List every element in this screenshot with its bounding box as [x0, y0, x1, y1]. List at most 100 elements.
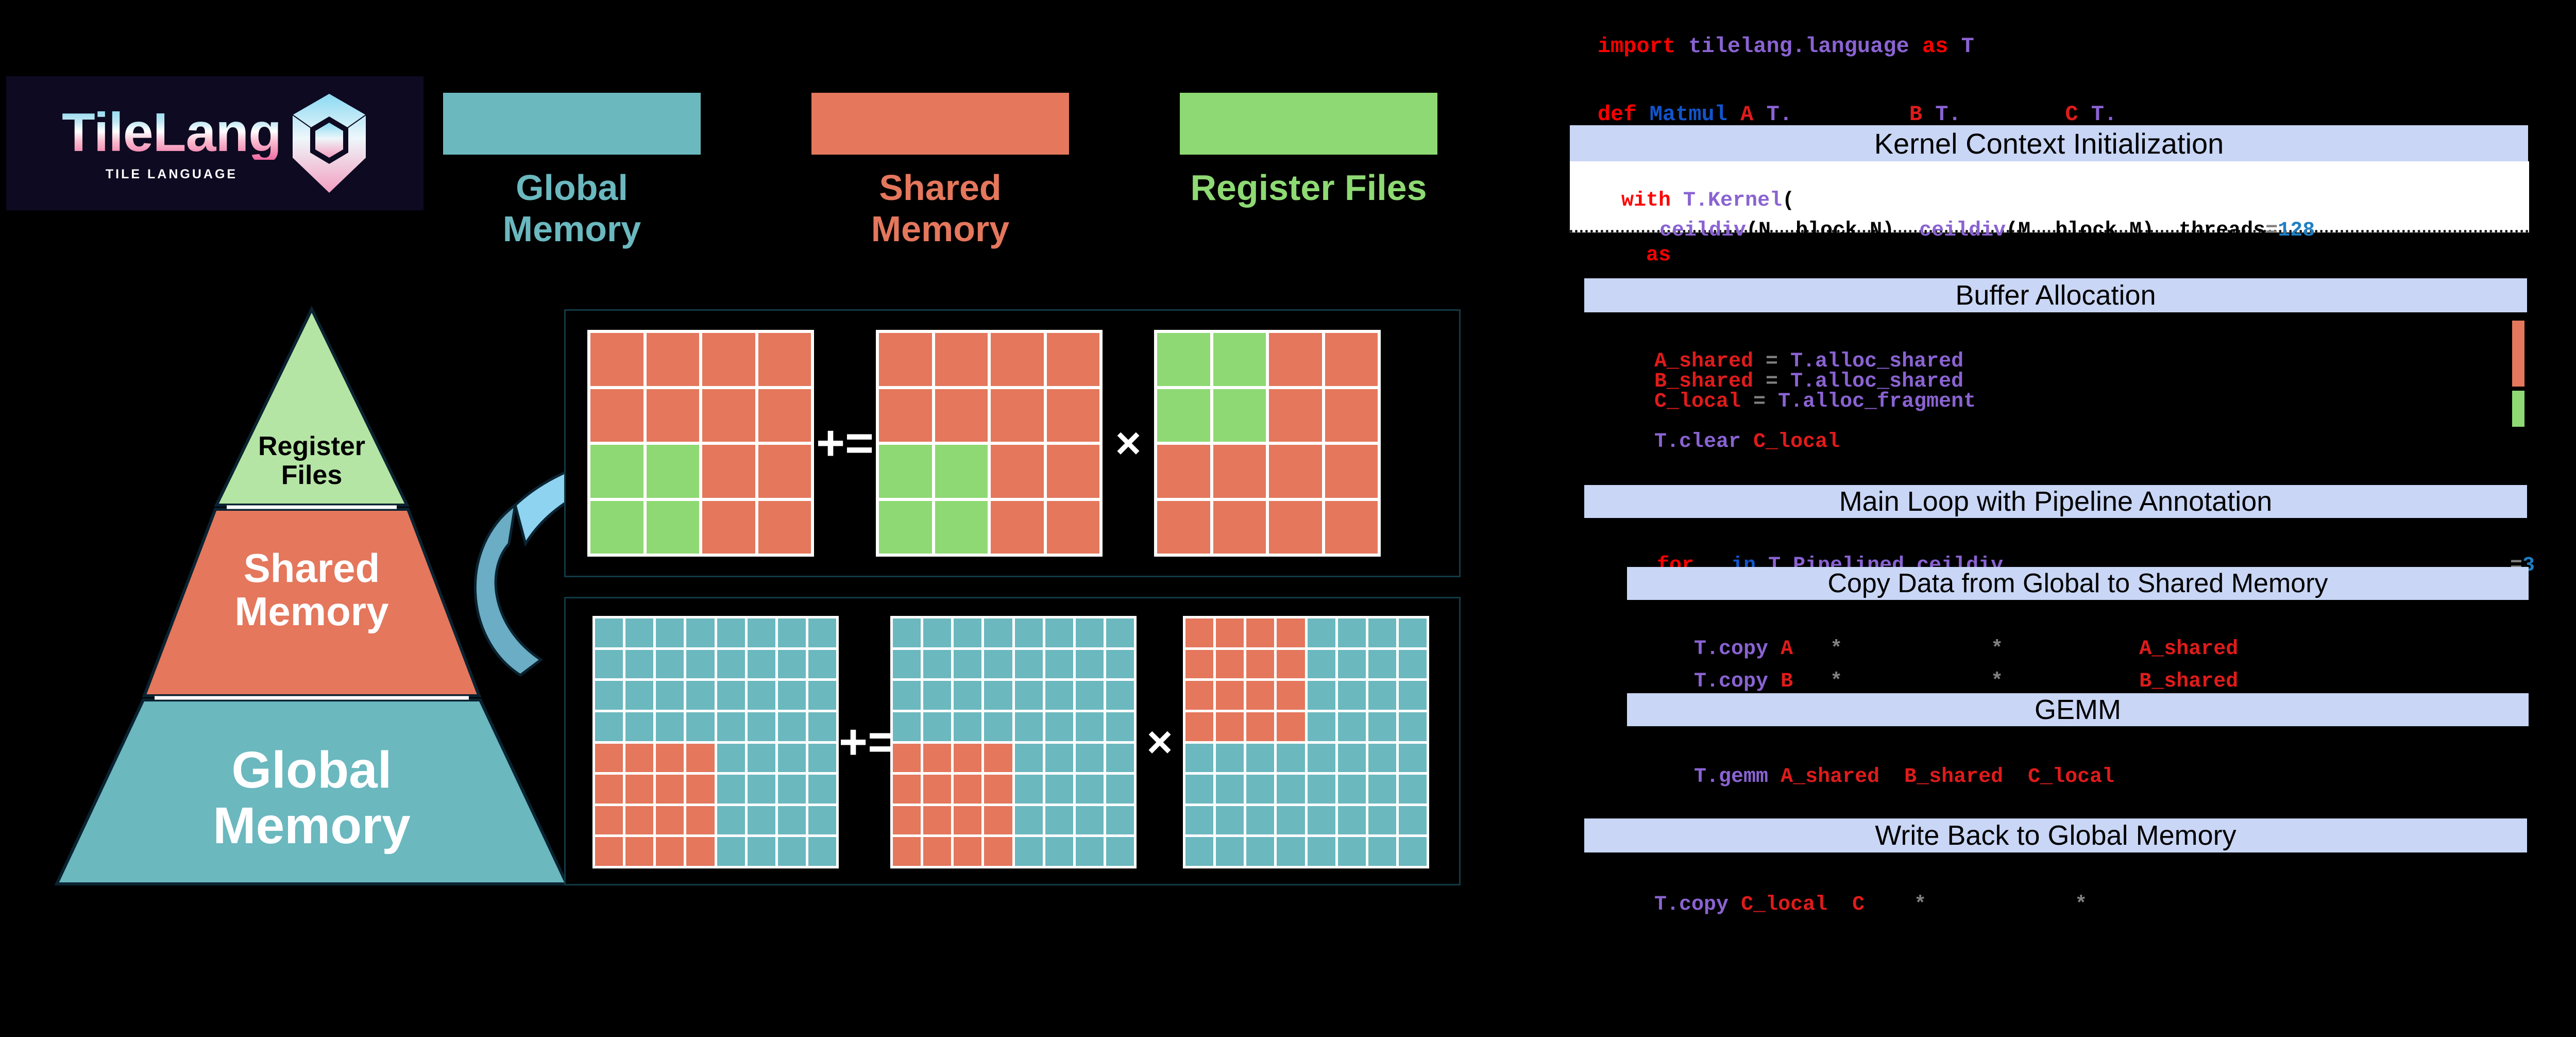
matrix-cell	[954, 806, 982, 835]
assign-a-shared: =	[1753, 350, 1791, 373]
code-line-copy-b: T.copy B * * B_shared	[1645, 647, 2238, 716]
matrix-cell	[984, 681, 1012, 710]
matrix-cell	[1307, 649, 1335, 679]
section-header-gemm: GEMM	[1627, 693, 2529, 726]
legend-item-shared-memory: Shared Memory	[811, 93, 1069, 249]
function-T-Kernel: T.Kernel	[1683, 189, 1783, 212]
matrix-cell	[1307, 775, 1335, 804]
matrix-cell	[893, 775, 921, 804]
matrix-cell	[1014, 712, 1043, 741]
matrix-cell	[1337, 743, 1366, 773]
matrix-cell	[702, 445, 755, 498]
alloc-bar-shared-memory	[2512, 321, 2524, 387]
arg-dst-b-shared: B_shared	[2139, 670, 2239, 693]
matrix-cell	[1368, 837, 1396, 866]
matrix-cell	[656, 806, 684, 835]
matrix-cell	[717, 681, 745, 710]
matrix-cell	[1045, 681, 1073, 710]
matrix-cell	[984, 649, 1012, 679]
matrix-cell	[758, 500, 811, 554]
matrix-cell	[893, 837, 921, 866]
slice-star-a-2: *	[1991, 638, 2004, 661]
matrix-cell	[1337, 649, 1366, 679]
matrix-cell	[808, 806, 836, 835]
legend-swatch-global-memory	[443, 93, 701, 155]
matrix-cell	[991, 389, 1044, 442]
matrix-cell	[1014, 743, 1043, 773]
param-B-type: T.	[1935, 102, 1961, 127]
matrix-cell	[1216, 806, 1244, 835]
args-block-n: (N, block_N),	[1746, 219, 1920, 242]
matrix-cell	[1368, 743, 1396, 773]
operator-multiply: ×	[1115, 418, 1142, 468]
logo-wordmark: TileLang	[62, 102, 282, 163]
matrix-cell	[1216, 743, 1244, 773]
kernel-context-code-box	[1570, 161, 2529, 232]
matrix-cell	[646, 500, 699, 554]
matrix-cell	[590, 500, 643, 554]
matrix-A-register-tile	[876, 330, 1103, 557]
matrix-cell	[625, 837, 654, 866]
matrix-cell	[777, 743, 806, 773]
matrix-cell	[954, 618, 982, 647]
logo-subtitle: TILE LANGUAGE	[105, 166, 238, 181]
matrix-cell	[984, 712, 1012, 741]
value-threads: 128	[2278, 219, 2315, 242]
matrix-cell	[1213, 445, 1266, 498]
matrix-cell	[595, 649, 623, 679]
section-header-kernel-context: Kernel Context Initialization	[1570, 125, 2528, 161]
matrix-cell	[893, 681, 921, 710]
keyword-with: with	[1621, 189, 1671, 212]
matrix-cell	[595, 618, 623, 647]
operator-accumulate: +=	[816, 415, 874, 471]
matrix-cell	[1075, 743, 1104, 773]
arg-c-local-clear: C_local	[1753, 430, 1840, 454]
keyword-def: def	[1597, 102, 1637, 127]
matrix-cell	[1246, 775, 1275, 804]
matrix-cell	[656, 712, 684, 741]
matrix-B-global-tile	[1183, 616, 1429, 868]
matrix-cell	[777, 712, 806, 741]
assign-c-local: =	[1741, 390, 1778, 413]
matrix-cell	[1337, 837, 1366, 866]
matrix-cell	[808, 775, 836, 804]
matrix-cell	[923, 681, 952, 710]
matrix-cell	[777, 681, 806, 710]
matrix-cell	[935, 500, 988, 554]
matrix-cell	[923, 712, 952, 741]
param-C: C	[2065, 102, 2078, 127]
matrix-cell	[595, 681, 623, 710]
function-t-copy-writeback: T.copy	[1654, 893, 1729, 916]
matrix-cell	[1216, 712, 1244, 741]
matrix-cell	[625, 681, 654, 710]
matrix-cell	[777, 837, 806, 866]
matrix-cell	[1185, 649, 1214, 679]
matrix-cell	[1277, 681, 1305, 710]
matrix-cell	[646, 333, 699, 386]
matrix-cell	[1307, 806, 1335, 835]
function-t-copy-b: T.copy	[1694, 670, 1769, 693]
matrix-cell	[935, 389, 988, 442]
matrix-cell	[1398, 712, 1427, 741]
matrix-cell	[1185, 775, 1214, 804]
matrix-cell	[984, 806, 1012, 835]
operator-multiply-global: ×	[1146, 717, 1173, 767]
matrix-cell	[1014, 681, 1043, 710]
matrix-cell	[747, 743, 775, 773]
code-line-ceildiv-args: ceildiv(N, block_N), ceildiv(M, block_M)…	[1610, 196, 2315, 265]
matrix-cell	[758, 333, 811, 386]
matrix-cell	[1157, 445, 1210, 498]
matrix-cell	[1045, 743, 1073, 773]
matrix-cell	[879, 389, 932, 442]
matrix-cell	[1277, 618, 1305, 647]
args-block-m: (M, block_M),	[2006, 219, 2179, 242]
matrix-cell	[1014, 837, 1043, 866]
matrix-cell	[1269, 389, 1322, 442]
slice-star-b-1: *	[1830, 670, 1843, 693]
matrix-B-register-tile	[1154, 330, 1381, 557]
matrix-cell	[1075, 712, 1104, 741]
matrix-cell	[1046, 445, 1099, 498]
matrix-cell	[1398, 806, 1427, 835]
matrix-cell	[879, 333, 932, 386]
matrix-cell	[686, 681, 715, 710]
